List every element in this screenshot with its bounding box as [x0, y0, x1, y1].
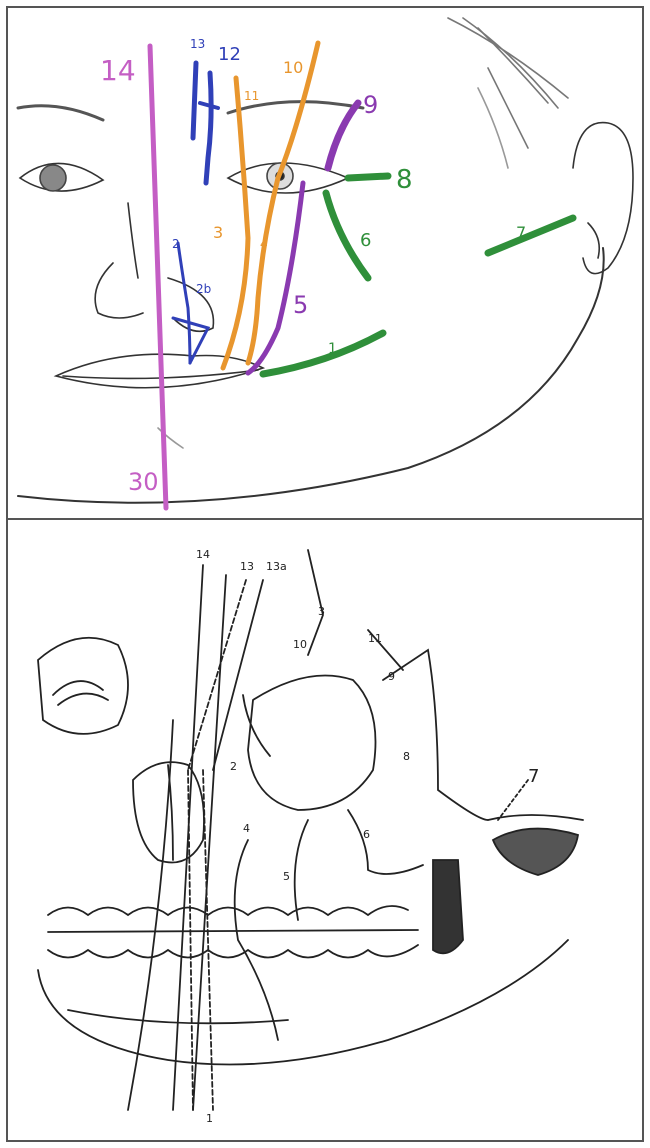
line-14	[150, 46, 166, 508]
skull-label-4: 4	[243, 822, 250, 835]
label-11: 11	[244, 89, 259, 103]
label-2b: 2b	[196, 282, 211, 296]
skull-label-6: 6	[363, 828, 370, 841]
skull-label-14: 14	[196, 548, 210, 561]
label-4: 4	[260, 237, 268, 251]
face-drawing: 14 30 13 12 11 10 9 8 6 7 5 3 4 2 2b 1	[8, 8, 642, 518]
skull-label-3: 3	[318, 605, 325, 618]
line-5	[248, 183, 303, 373]
face-sketch	[18, 18, 633, 503]
line-1	[263, 333, 383, 374]
face-panel: 14 30 13 12 11 10 9 8 6 7 5 3 4 2 2b 1	[6, 6, 644, 520]
skull-label-1: 1	[206, 1112, 213, 1125]
skull-drawing: 14 13 13a 3 10 11 9 8 7 6 5 4 2 1	[8, 520, 642, 1138]
skull-label-13a: 13a	[266, 560, 287, 573]
label-30: 30	[128, 468, 159, 496]
skull-sketch	[38, 550, 583, 1110]
line-7	[488, 218, 573, 253]
label-9: 9	[363, 91, 378, 119]
label-7: 7	[516, 223, 526, 242]
label-2: 2	[172, 237, 180, 251]
line-12	[206, 73, 211, 183]
label-5: 5	[293, 291, 308, 319]
skull-label-7: 7	[528, 766, 539, 787]
skull-labels: 14 13 13a 3 10 11 9 8 7 6 5 4 2 1	[196, 548, 539, 1125]
skull-label-8: 8	[403, 750, 410, 763]
line-11	[223, 78, 248, 368]
line-9	[328, 103, 358, 168]
skull-label-10: 10	[293, 638, 307, 651]
label-13: 13	[190, 37, 205, 51]
line-8	[348, 176, 388, 178]
label-8: 8	[396, 165, 413, 195]
skull-label-9: 9	[388, 670, 395, 683]
skull-label-5: 5	[283, 870, 290, 883]
label-1: 1	[328, 341, 337, 357]
label-10: 10	[283, 58, 303, 77]
skull-panel: 14 13 13a 3 10 11 9 8 7 6 5 4 2 1	[6, 520, 644, 1142]
label-3: 3	[213, 223, 223, 242]
skull-label-11: 11	[368, 632, 382, 645]
label-12: 12	[218, 44, 241, 65]
skull-label-2: 2	[230, 760, 237, 773]
line-2	[178, 243, 190, 363]
label-14: 14	[100, 54, 136, 87]
skull-label-13: 13	[240, 560, 254, 573]
label-6: 6	[360, 230, 371, 251]
line-13	[193, 63, 196, 138]
